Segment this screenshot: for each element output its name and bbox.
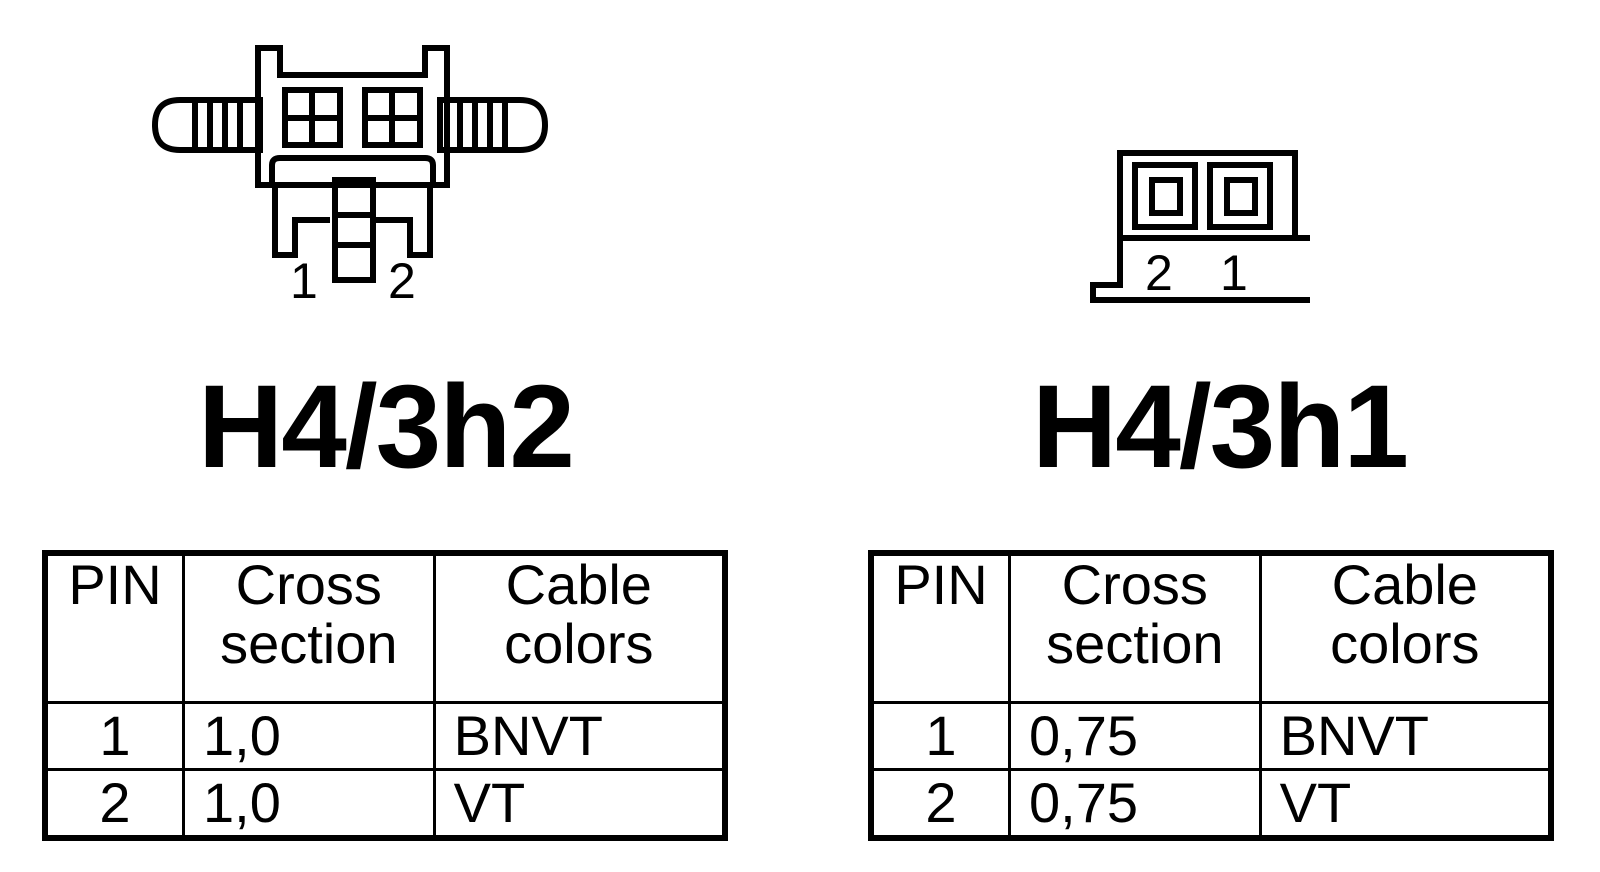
cell-cable-color: VT — [1258, 768, 1553, 840]
table-row: 2 1,0 VT — [43, 768, 727, 840]
cell-pin: 2 — [43, 768, 185, 840]
table-header-row: PIN Cross section Cable colors — [43, 551, 727, 704]
cell-pin: 2 — [869, 768, 1011, 840]
table-header-row: PIN Cross section Cable colors — [869, 551, 1553, 704]
connector-h4-3h2-drawing: 1 2 — [151, 45, 549, 309]
header-cross-line2: section — [1046, 611, 1224, 675]
cell-cross-section: 0,75 — [1007, 768, 1262, 840]
header-cross-section: Cross section — [181, 551, 436, 704]
pin-label-2: 2 — [1145, 245, 1173, 301]
table-row: 1 1,0 BNVT — [43, 701, 727, 771]
pin-label-1: 1 — [1220, 245, 1248, 301]
cell-pin: 1 — [869, 701, 1011, 771]
cell-cross-section: 1,0 — [181, 768, 436, 840]
table-row: 1 0,75 BNVT — [869, 701, 1553, 771]
cell-cable-color: BNVT — [432, 701, 727, 771]
connector-title-left: H4/3h2 — [198, 361, 575, 493]
header-pin: PIN — [43, 551, 185, 704]
pin-label-2: 2 — [388, 253, 416, 309]
header-cable-colors: Cable colors — [1258, 551, 1553, 704]
header-cable-line2: colors — [504, 611, 654, 675]
cell-cable-color: VT — [432, 768, 727, 840]
header-pin: PIN — [869, 551, 1011, 704]
cell-cross-section: 1,0 — [181, 701, 436, 771]
header-cable-line1: Cable — [1331, 553, 1478, 616]
pin-table-right: PIN Cross section Cable colors 1 0,75 BN… — [868, 550, 1554, 841]
header-cable-line2: colors — [1330, 611, 1480, 675]
pin-table-left: PIN Cross section Cable colors 1 1,0 BNV… — [42, 550, 728, 841]
table-row: 2 0,75 VT — [869, 768, 1553, 840]
cell-cross-section: 0,75 — [1007, 701, 1262, 771]
connector-h4-3h1-drawing: 2 1 — [1090, 150, 1310, 303]
header-cross-line2: section — [220, 611, 398, 675]
header-cross-line1: Cross — [1061, 553, 1208, 616]
pin-label-1: 1 — [290, 253, 318, 309]
cell-pin: 1 — [43, 701, 185, 771]
header-cable-line1: Cable — [505, 553, 652, 616]
cell-cable-color: BNVT — [1258, 701, 1553, 771]
connector-title-right: H4/3h1 — [1032, 361, 1409, 493]
header-cable-colors: Cable colors — [432, 551, 727, 704]
header-cross-line1: Cross — [235, 553, 382, 616]
header-cross-section: Cross section — [1007, 551, 1262, 704]
